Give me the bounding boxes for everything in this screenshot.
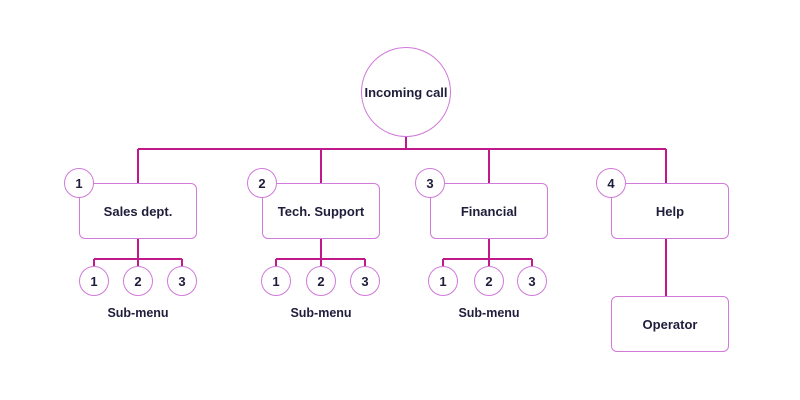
- sales-submenu-option-2: 2: [123, 266, 153, 296]
- tech-submenu-option-2: 2: [306, 266, 336, 296]
- help-node: Help: [611, 183, 729, 239]
- tech-submenu-label: Sub-menu: [290, 306, 352, 320]
- sales-submenu-option-1: 1: [79, 266, 109, 296]
- financial-node: Financial: [430, 183, 548, 239]
- financial-submenu-option-1: 1: [428, 266, 458, 296]
- help-number-badge: 4: [596, 168, 626, 198]
- sales-submenu-label: Sub-menu: [107, 306, 169, 320]
- sales-number-badge: 1: [64, 168, 94, 198]
- operator-node: Operator: [611, 296, 729, 352]
- tech-submenu-option-1: 1: [261, 266, 291, 296]
- financial-number-badge: 3: [415, 168, 445, 198]
- financial-submenu-option-3: 3: [517, 266, 547, 296]
- financial-submenu-label: Sub-menu: [458, 306, 520, 320]
- tech-support-number-badge: 2: [247, 168, 277, 198]
- sales-dept-node: Sales dept.: [79, 183, 197, 239]
- incoming-call-node: Incoming call: [361, 47, 451, 137]
- tech-support-node: Tech. Support: [262, 183, 380, 239]
- tech-submenu-option-3: 3: [350, 266, 380, 296]
- sales-submenu-option-3: 3: [167, 266, 197, 296]
- financial-submenu-option-2: 2: [474, 266, 504, 296]
